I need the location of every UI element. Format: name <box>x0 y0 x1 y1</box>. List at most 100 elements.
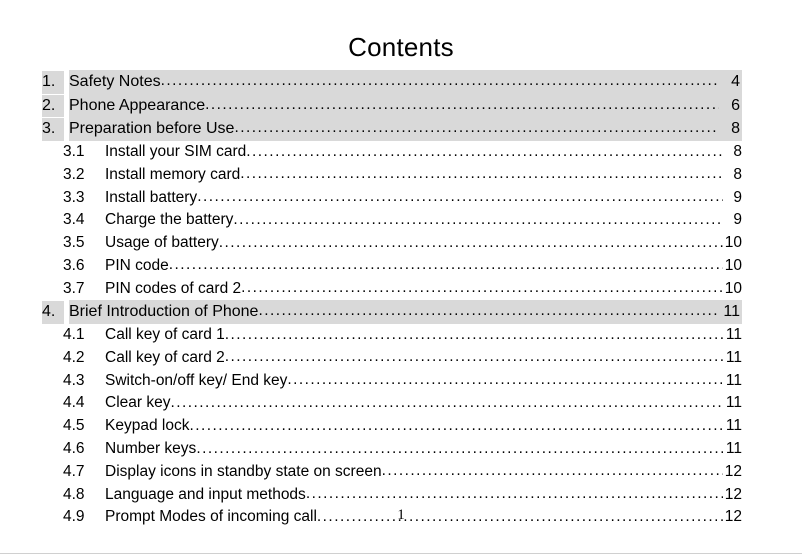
toc-entry-number: 4.6 <box>63 440 85 458</box>
toc-entry-page-number: 12 <box>724 508 742 526</box>
toc-entry-label: Install battery <box>105 188 198 206</box>
toc-leader-dots <box>241 277 723 293</box>
toc-entry-page-number: 6 <box>731 96 740 114</box>
toc-entry-number: 3.6 <box>63 256 85 274</box>
toc-entry-label: Keypad lock <box>105 417 190 435</box>
toc-entry[interactable]: 4.Brief Introduction of Phone11 <box>42 300 742 324</box>
toc-leader-dots <box>197 186 723 202</box>
toc-leader-dots <box>317 506 723 522</box>
toc-entry-body: Call key of card 2 11 <box>105 346 742 369</box>
toc-entry[interactable]: 3.5 Usage of battery 10 <box>42 232 742 255</box>
toc-entry-label: Charge the battery <box>105 211 234 229</box>
toc-entry-number: 3.3 <box>63 188 85 206</box>
toc-entry[interactable]: 3.7 PIN codes of card 210 <box>42 277 742 300</box>
toc-entry-label: Call key of card 2 <box>105 348 225 366</box>
toc-entry-page-number: 11 <box>725 348 742 366</box>
toc-entry-number: 3.7 <box>63 279 85 297</box>
toc-entry-page-number: 8 <box>731 120 740 137</box>
toc-leader-dots <box>219 232 723 248</box>
toc-entry-number: 3.1 <box>63 143 85 160</box>
toc-entry-label: Switch-on/off key/ End key <box>105 371 288 389</box>
toc-entry-page-number: 8 <box>733 165 742 183</box>
page-title: Contents <box>348 32 454 62</box>
toc-leader-dots <box>234 117 719 133</box>
toc-entry-label: Safety Notes <box>69 73 161 90</box>
toc-entry[interactable]: 4.3 Switch-on/off key/ End key 11 <box>42 369 742 392</box>
toc-entry[interactable]: 4.2 Call key of card 2 11 <box>42 346 742 369</box>
toc-entry-page-number: 9 <box>733 188 742 206</box>
toc-entry-body: Phone Appearance6 <box>69 93 742 117</box>
toc-entry-label: Install memory card <box>105 165 241 183</box>
toc-leader-dots <box>196 438 723 454</box>
toc-leader-dots <box>189 415 723 431</box>
toc-leader-dots <box>240 163 723 179</box>
toc-entry-number: 4. <box>42 301 64 324</box>
toc-entry-page-number: 12 <box>724 462 742 480</box>
toc-entry-page-number: 10 <box>724 234 742 252</box>
toc-entry[interactable]: 3.1 Install your SIM card8 <box>42 141 742 164</box>
toc-entry-body: Language and input methods12 <box>105 483 742 506</box>
toc-entry-body: PIN codes of card 210 <box>105 277 742 300</box>
toc-entry[interactable]: 1.Safety Notes4 <box>42 70 742 94</box>
toc-entry-body: Install battery 9 <box>105 186 742 209</box>
toc-entry[interactable]: 4.7 Display icons in standby state on scr… <box>42 460 742 483</box>
toc-leader-dots <box>161 70 719 86</box>
toc-leader-dots <box>225 324 723 340</box>
toc-entry[interactable]: 3.2 Install memory card 8 <box>42 163 742 186</box>
toc-leader-dots <box>306 483 723 499</box>
toc-entry-body: PIN code10 <box>105 254 742 277</box>
toc-entry-number: 3.4 <box>63 211 85 229</box>
toc-entry-label: Brief Introduction of Phone <box>69 303 259 321</box>
toc-leader-dots <box>382 460 723 476</box>
toc-entry-number: 4.3 <box>63 371 85 389</box>
toc-entry[interactable]: 3.3 Install battery 9 <box>42 186 742 209</box>
toc-entry-body: Brief Introduction of Phone11 <box>69 300 742 324</box>
toc-entry-number: 3. <box>42 118 64 141</box>
toc-entry-label: PIN code <box>105 256 169 274</box>
toc-entry-label: Prompt Modes of incoming call <box>105 508 317 526</box>
toc-entry-number: 1. <box>42 71 64 94</box>
table-of-contents: 1.Safety Notes42.Phone Appearance63.Prep… <box>42 70 742 529</box>
toc-leader-dots <box>225 346 723 362</box>
toc-entry-label: Usage of battery <box>105 234 219 252</box>
page-number-footer: 1 <box>397 507 405 523</box>
toc-entry-label: Language and input methods <box>105 485 306 503</box>
toc-entry-body: Preparation before Use8 <box>69 117 742 141</box>
toc-entry-label: Clear key <box>105 394 171 412</box>
toc-entry-page-number: 8 <box>733 143 742 160</box>
toc-entry-page-number: 11 <box>725 326 742 344</box>
toc-entry-body: Keypad lock11 <box>105 415 742 438</box>
toc-leader-dots <box>170 392 723 408</box>
toc-entry-number: 4.1 <box>63 326 85 344</box>
toc-entry-number: 4.9 <box>63 508 85 526</box>
toc-leader-dots <box>169 254 723 270</box>
toc-entry-body: Prompt Modes of incoming call 12 <box>105 506 742 529</box>
toc-entry-page-number: 11 <box>725 371 742 389</box>
toc-entry-body: Safety Notes4 <box>69 70 742 94</box>
toc-entry[interactable]: 4.9 Prompt Modes of incoming call 12 <box>42 506 742 529</box>
toc-entry-body: Usage of battery 10 <box>105 232 742 255</box>
toc-leader-dots <box>233 209 723 225</box>
toc-entry-number: 4.7 <box>63 462 85 480</box>
toc-entry[interactable]: 2.Phone Appearance6 <box>42 93 742 117</box>
toc-entry-label: Display icons in standby state on screen <box>105 462 382 480</box>
toc-entry-number: 2. <box>42 94 64 117</box>
toc-leader-dots <box>287 369 723 385</box>
toc-entry-number: 3.5 <box>63 234 85 252</box>
toc-entry[interactable]: 3.6 PIN code10 <box>42 254 742 277</box>
toc-entry-number: 4.2 <box>63 348 85 366</box>
toc-entry-body: Clear key 11 <box>105 392 742 415</box>
toc-leader-dots <box>258 300 719 316</box>
toc-entry-body: Install your SIM card8 <box>105 141 742 164</box>
toc-entry-page-number: 11 <box>725 394 742 412</box>
toc-leader-dots <box>205 94 719 110</box>
toc-entry[interactable]: 3.Preparation before Use8 <box>42 117 742 141</box>
toc-entry-number: 3.2 <box>63 165 85 183</box>
